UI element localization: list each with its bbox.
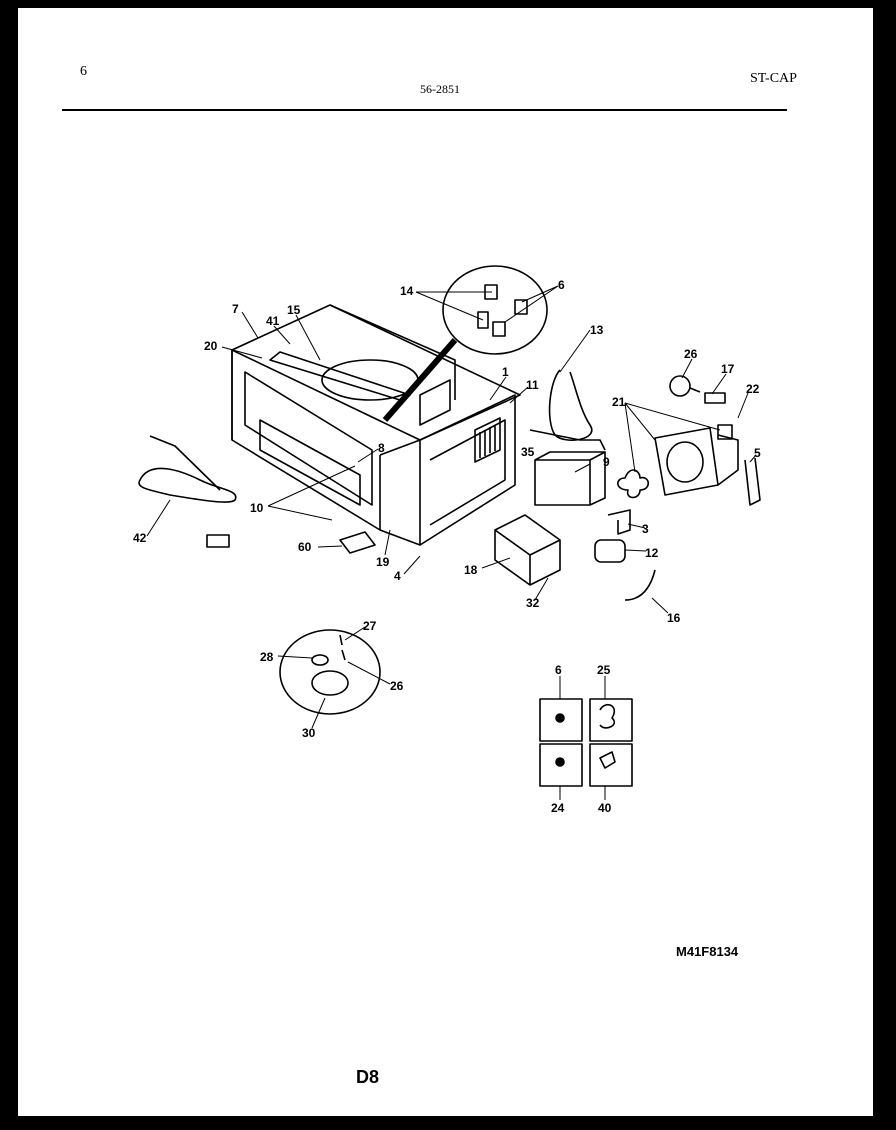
capacitor-bracket [607,509,631,535]
callout-26-turntable: 26 [390,679,404,693]
transformer [494,514,561,586]
callout-41: 41 [266,314,280,328]
callout-13: 13 [590,323,604,337]
callout-24: 24 [551,801,565,815]
inset-box-40 [589,743,633,787]
callout-8: 8 [378,441,385,455]
callout-28: 28 [260,650,274,664]
inset-box-24 [539,743,583,787]
callout-10: 10 [250,501,264,515]
page-code: D8 [356,1067,380,1087]
header-divider [62,109,787,111]
diode [624,569,656,601]
callout-11: 11 [526,378,539,392]
callout-27: 27 [363,619,377,633]
fan-blade [617,469,650,499]
lamp-bulb [669,375,691,397]
callout-19: 19 [376,555,390,569]
switch-detail-circle [442,265,548,355]
callout-20: 20 [204,339,218,353]
callout-22: 22 [746,382,760,396]
magnetron [534,459,591,506]
callout-4: 4 [394,569,401,583]
callout-9: 9 [603,455,610,469]
callout-35: 35 [521,445,535,459]
fan-bracket [654,427,719,496]
callout-6-inset: 6 [555,663,562,677]
callout-3: 3 [642,522,649,536]
capacitor [594,539,626,563]
parts-diagram-page [18,8,873,1116]
callout-21: 21 [612,395,626,409]
callout-30: 30 [302,726,316,740]
heater-element [138,467,237,503]
inset-box-6 [539,698,583,742]
callout-12: 12 [645,546,659,560]
callout-32: 32 [526,596,540,610]
callout-16: 16 [667,611,681,625]
figure-id: M41F8134 [676,944,739,959]
inset-box-25 [589,698,633,742]
callout-1: 1 [502,365,509,379]
callout-5: 5 [754,446,761,460]
turntable-detail-circle [279,629,381,715]
callout-42: 42 [133,531,147,545]
callout-18: 18 [464,563,478,577]
callout-60: 60 [298,540,312,554]
door-latch [339,531,376,554]
lamp-socket [704,392,726,404]
callout-17: 17 [721,362,735,376]
callout-40: 40 [598,801,612,815]
turntable-motor [311,670,349,696]
power-cord [548,369,593,441]
support-rod [744,457,761,506]
callout-6-switch: 6 [558,278,565,292]
page-number: 6 [80,64,87,79]
callout-7: 7 [232,302,239,316]
section-code: ST-CAP [750,71,797,86]
cabinet-outer [231,304,521,441]
callout-15: 15 [287,303,301,317]
callout-25: 25 [597,663,611,677]
model-code: 56-2851 [420,82,460,96]
callout-14: 14 [400,284,414,298]
callout-26-lamp: 26 [684,347,698,361]
